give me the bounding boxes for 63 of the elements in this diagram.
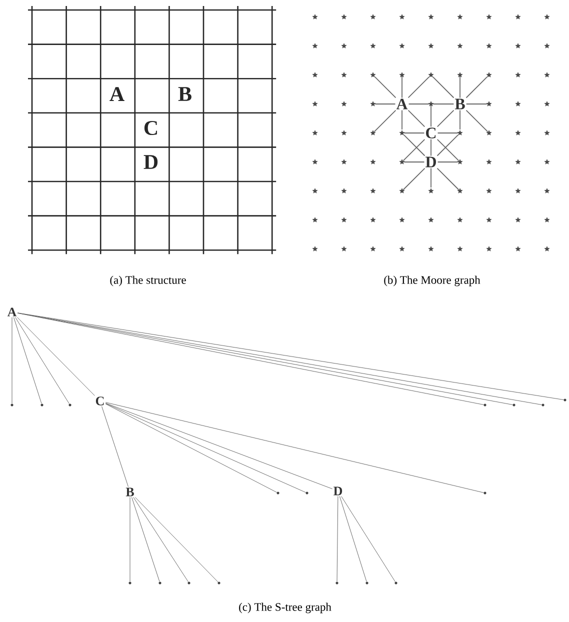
tree-edge (13, 317, 42, 404)
star-node (457, 188, 463, 194)
node-letter: A (396, 98, 408, 110)
graph-edge (436, 168, 460, 190)
graph-edge (466, 76, 488, 98)
graph-edge (436, 138, 460, 162)
star-node (399, 72, 405, 78)
cell-letter: C (144, 120, 157, 136)
cell-letter: D (144, 155, 158, 169)
star-node (399, 159, 405, 164)
tree-edge (16, 317, 95, 396)
star-node (428, 72, 434, 78)
star-node (486, 101, 492, 106)
tree-edge (133, 497, 188, 582)
graph-edge (432, 76, 454, 98)
star-node (457, 72, 463, 78)
graph-edge (430, 138, 432, 156)
star-node (399, 130, 405, 136)
node-letter: D (334, 486, 342, 496)
star-node (370, 72, 376, 78)
graph-edge (374, 110, 396, 132)
graph-edge (430, 168, 432, 188)
star-node (428, 188, 434, 194)
star-node (486, 130, 492, 136)
node-letter: B (126, 488, 134, 496)
node-letter: B (454, 98, 465, 110)
cell-letter: A (110, 87, 124, 101)
tree-edge (102, 406, 128, 487)
tree-edge (105, 402, 484, 493)
graph-edge (402, 138, 426, 162)
graph-edge (437, 132, 458, 134)
graph-edge (408, 110, 426, 128)
graph-edge (436, 134, 459, 156)
graph-edge (404, 132, 425, 134)
node-letter: D (426, 156, 436, 168)
tree-edge (336, 496, 338, 582)
graph-edge (466, 110, 488, 132)
caption: (b) The Moore graph (384, 276, 480, 286)
graph-edge (408, 76, 430, 98)
graph-edge (402, 168, 426, 190)
star-node (486, 72, 492, 78)
tree-edge (131, 497, 160, 582)
star-node (457, 130, 463, 136)
graph-edge (430, 105, 432, 128)
caption: (a) The structure (110, 276, 186, 286)
star-node (370, 101, 376, 106)
tree-edge (134, 497, 218, 582)
graph-edge (403, 134, 426, 156)
node-letter: C (426, 128, 436, 138)
star-node (457, 159, 463, 164)
tree-edge (15, 317, 70, 404)
graph-edge (374, 76, 396, 98)
node-letter: C (96, 396, 104, 406)
graph-edge (436, 110, 454, 128)
tree-edge (341, 496, 396, 582)
star-node (428, 101, 434, 106)
cell-letter: B (178, 87, 192, 101)
tree-edge (105, 402, 333, 490)
node-letter: A (7, 308, 17, 316)
star-node (370, 130, 376, 136)
caption: (c) The S-tree graph (239, 602, 332, 614)
tree-edge (339, 496, 367, 582)
star-node (399, 188, 405, 194)
